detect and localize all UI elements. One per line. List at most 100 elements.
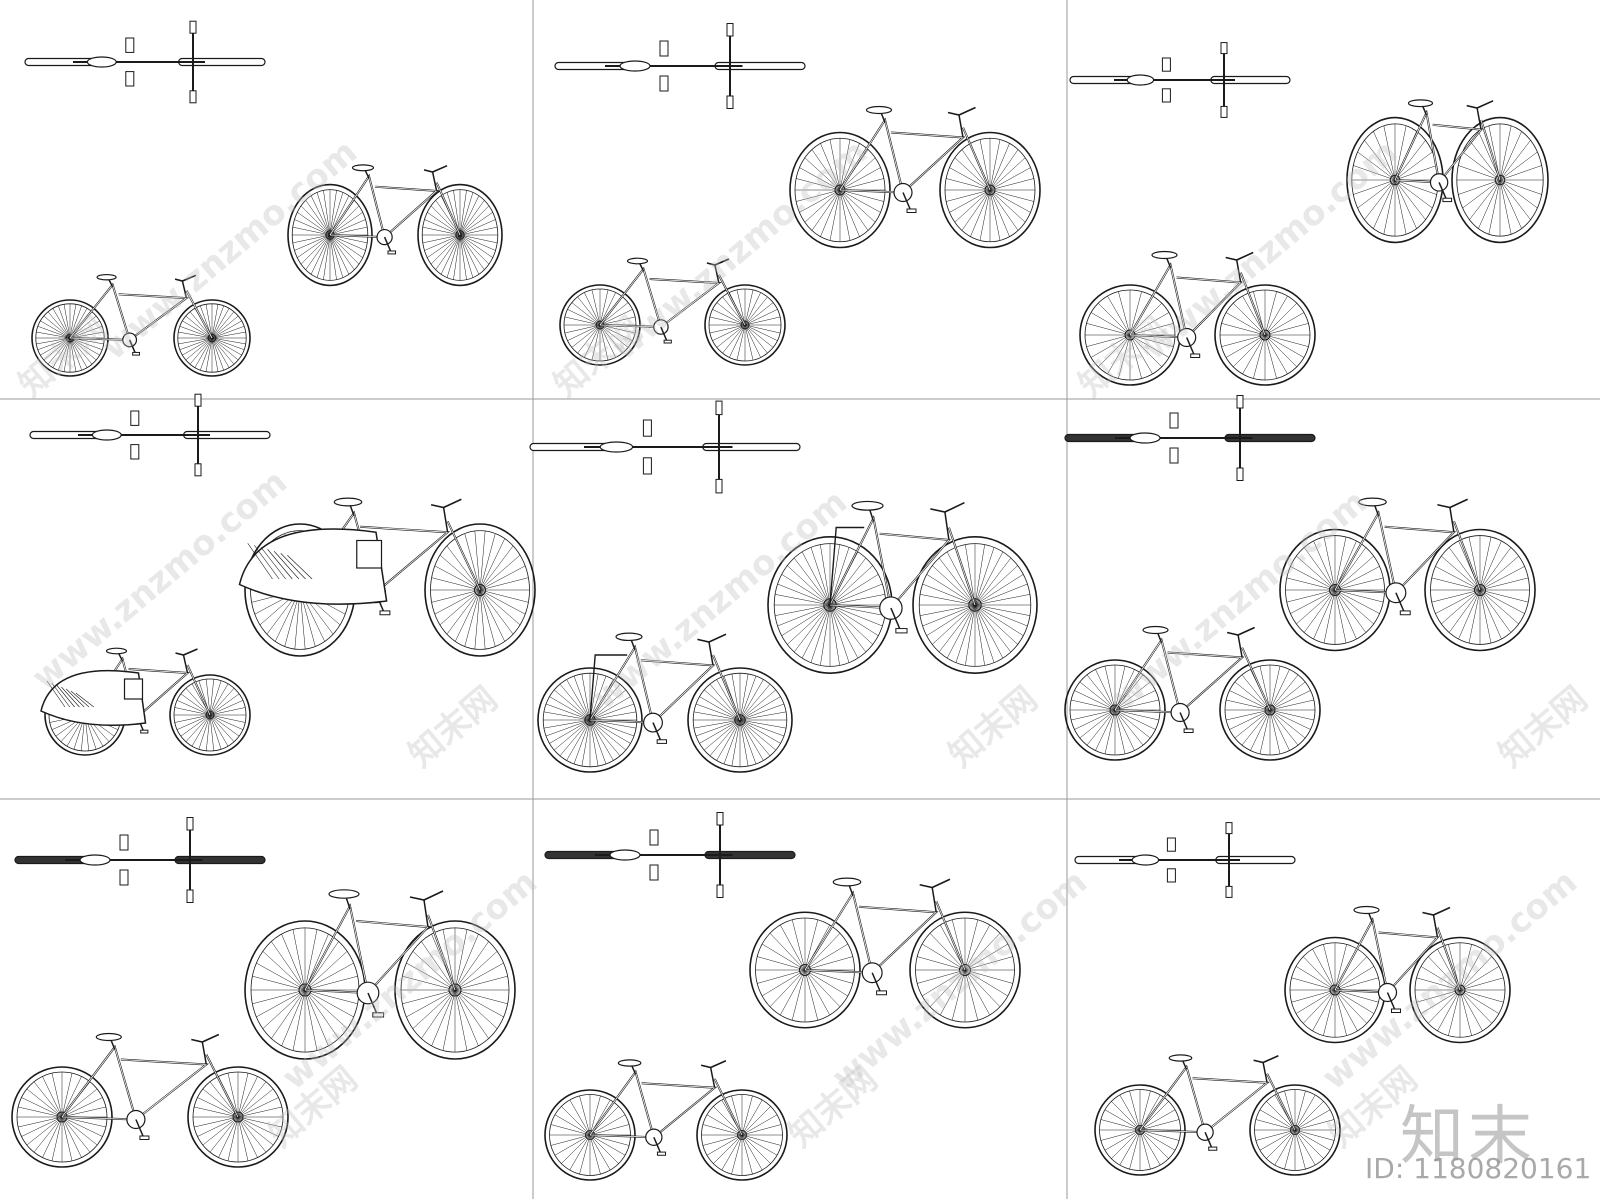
cargo-side-view [40, 647, 251, 756]
wheel-spoke [589, 1134, 626, 1156]
wheel-spoke [964, 969, 990, 1016]
wheel-spoke [323, 190, 331, 236]
crank-arm [1438, 182, 1447, 200]
wheel-spoke [571, 324, 601, 348]
wheel-spoke [421, 989, 456, 1039]
wheel-spoke [829, 139, 841, 191]
wheel-spoke [1114, 709, 1126, 754]
wheel-spoke [723, 719, 741, 765]
top-saddle [86, 56, 117, 68]
road-angled-view [1346, 99, 1549, 244]
wheel-spoke [185, 688, 211, 716]
wheel-spoke [1086, 709, 1116, 746]
wheel-spoke [561, 1106, 591, 1136]
wheel-spoke [479, 545, 514, 591]
wheel-spoke [741, 1114, 778, 1136]
wheel-spoke [237, 1116, 279, 1137]
wheel-spoke [18, 1106, 63, 1118]
wheel-spoke [1114, 709, 1156, 730]
stem [1262, 1062, 1268, 1083]
handlebar [706, 258, 730, 266]
wheel-spoke [209, 680, 222, 716]
wheel-spoke [459, 234, 480, 275]
pedal [387, 250, 397, 255]
wheel-spoke [731, 719, 741, 767]
wheel-spoke [42, 1116, 63, 1158]
road-top-view [1069, 42, 1291, 118]
pedal [876, 990, 887, 996]
crank-arm [135, 1119, 145, 1138]
wheel-spoke [329, 234, 337, 280]
wheel-spoke [553, 689, 591, 721]
top-grip-left [715, 400, 723, 416]
wheel-spoke [1242, 295, 1266, 336]
wheel-spoke [566, 679, 591, 721]
wheel-spoke [427, 212, 461, 236]
wheel-spoke [446, 545, 481, 591]
wheel-spoke [294, 234, 331, 251]
wheel-spoke [1431, 589, 1481, 603]
handlebar [1466, 100, 1494, 109]
wheel-spoke [211, 304, 219, 339]
wheel-spoke [739, 719, 764, 761]
wheel-spoke [69, 337, 103, 350]
wheel-spoke [1373, 179, 1396, 229]
wheel-spoke [581, 719, 591, 767]
wheel-spoke [421, 941, 456, 991]
wheel-spoke [693, 711, 741, 721]
wheel-spoke [1334, 589, 1357, 640]
wheel-spoke [775, 594, 831, 606]
handlebar [1253, 1055, 1279, 1064]
wheel-spoke [829, 544, 840, 606]
top-pedal-left [119, 834, 129, 851]
wheel-spoke [329, 234, 355, 270]
wheel-spoke [829, 594, 885, 606]
bike-saddle [615, 632, 643, 642]
wheel-spoke [569, 1099, 591, 1136]
wheel-spoke [589, 675, 607, 721]
handlebar [175, 648, 198, 656]
top-grip-left [194, 393, 202, 407]
wheel-spoke [951, 969, 966, 1021]
wheel-spoke [584, 292, 601, 326]
wheel-spoke [1129, 334, 1153, 375]
wheel-spoke [974, 604, 1030, 616]
wheel-spoke [549, 696, 591, 721]
bike-saddle [96, 273, 117, 281]
wheel-spoke [26, 1088, 63, 1118]
wheel-spoke [211, 337, 224, 371]
top-grip-left [186, 817, 194, 831]
wheel-spoke [1259, 1109, 1296, 1131]
wheel-spoke [1274, 1129, 1296, 1166]
wheel-spoke [1334, 577, 1384, 591]
top-pedal-left [1166, 837, 1176, 852]
wheel-spoke [804, 943, 848, 971]
wheel-spoke [744, 289, 754, 326]
bike-saddle [105, 647, 128, 655]
wheel-spoke [1114, 669, 1135, 711]
wheel-spoke [829, 189, 841, 241]
wheel-spoke [949, 189, 991, 213]
wheel-spoke [304, 929, 318, 991]
wheel-spoke [442, 989, 456, 1051]
wheel-spoke [1264, 295, 1288, 336]
wheel-spoke [1100, 1119, 1141, 1131]
wheel-spoke [589, 719, 627, 751]
top-grip-right [1236, 467, 1244, 481]
wheel-spoke [1104, 709, 1116, 754]
wheel-spoke [964, 969, 979, 1021]
top-pedal-left [1161, 57, 1171, 72]
wheel-spoke [459, 234, 493, 258]
wheel-spoke [69, 326, 103, 339]
wheel-spoke [177, 700, 211, 716]
wheel-spoke [52, 308, 71, 339]
wheel-spoke [989, 189, 1019, 231]
wheel-spoke [1294, 1129, 1324, 1159]
top-saddle [91, 429, 122, 441]
wheel-spoke [1104, 1129, 1141, 1151]
wheel-spoke [430, 205, 461, 236]
wheel-spoke [209, 707, 246, 716]
wheel-spoke [69, 337, 100, 356]
wheel-spoke [820, 189, 841, 237]
handlebar [919, 878, 951, 889]
